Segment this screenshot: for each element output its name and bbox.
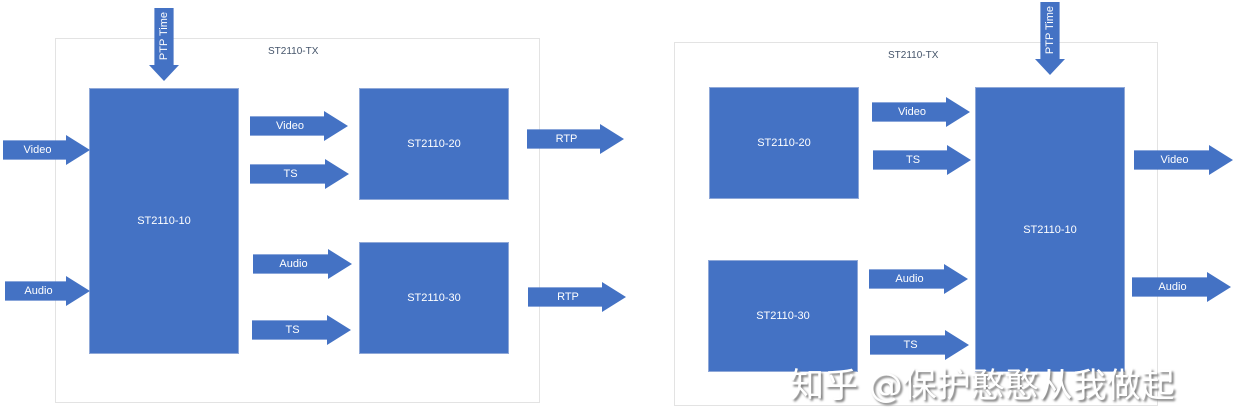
right-ptp-label: PTP Time	[1044, 6, 1056, 55]
watermark: 知乎 @保护憨憨从我做起	[790, 366, 1175, 406]
right-st2110-30-box: ST2110-30	[708, 260, 858, 372]
right-st2110-20-box: ST2110-20	[709, 87, 859, 199]
left-st2110-10-box: ST2110-10	[89, 88, 239, 354]
left-st2110-30-box: ST2110-30	[359, 242, 509, 354]
left-rtp-arrow-1: RTP	[527, 124, 624, 154]
left-ptp-label: PTP Time	[158, 12, 170, 61]
right-title: ST2110-TX	[888, 50, 939, 61]
left-title: ST2110-TX	[268, 46, 319, 57]
left-frame	[55, 38, 540, 403]
right-st2110-10-box: ST2110-10	[975, 87, 1125, 372]
left-rtp-arrow-2: RTP	[528, 282, 626, 312]
right-frame	[674, 42, 1158, 406]
left-st2110-20-box: ST2110-20	[359, 88, 509, 200]
